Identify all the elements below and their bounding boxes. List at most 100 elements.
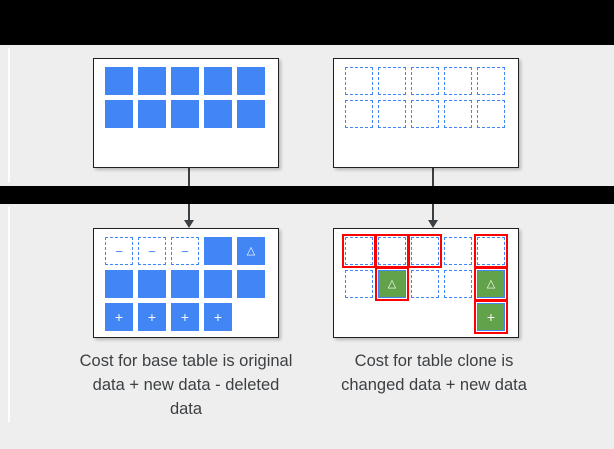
base-table-original-card — [93, 58, 279, 168]
table-cell — [105, 270, 133, 298]
table-cell-filled — [237, 67, 265, 95]
table-cell-filled: + — [171, 303, 199, 331]
table-cell-empty — [237, 303, 265, 331]
table-cell — [411, 270, 439, 298]
middle-black-strip — [0, 186, 614, 204]
table-cell — [444, 237, 472, 265]
table-cell — [477, 67, 505, 95]
table-cell — [411, 100, 439, 128]
table-cell — [378, 67, 406, 95]
table-cell — [237, 100, 265, 128]
table-cell — [345, 270, 373, 298]
table-cell-filled — [105, 270, 133, 298]
table-cell-highlighted — [408, 234, 442, 268]
table-cell — [411, 303, 439, 331]
table-cell — [378, 100, 406, 128]
table-cell-filled — [105, 100, 133, 128]
table-cell-row — [105, 270, 265, 298]
table-cell-row: + + + + — [105, 303, 265, 331]
table-cell — [237, 270, 265, 298]
table-cell: − — [105, 237, 133, 265]
minus-glyph-icon: − — [115, 243, 123, 259]
table-cell-empty — [444, 303, 472, 331]
table-cell-dashed — [378, 67, 406, 95]
table-cell — [204, 237, 232, 265]
table-cell-highlighted: + — [474, 300, 508, 334]
table-cell — [237, 67, 265, 95]
table-clone-original-grid — [345, 67, 505, 128]
table-cell: + — [138, 303, 166, 331]
table-cell: + — [204, 303, 232, 331]
table-cell — [477, 100, 505, 128]
table-cell-filled: + — [138, 303, 166, 331]
table-cell: + — [105, 303, 133, 331]
table-cell-dashed — [477, 100, 505, 128]
table-cell-filled: △ — [237, 237, 265, 265]
table-cell-dashed — [477, 237, 505, 265]
table-cell-empty — [411, 303, 439, 331]
table-cell-row: + — [345, 300, 508, 334]
delta-glyph-icon: △ — [246, 244, 256, 257]
base-table-modified-card: −−−△++++ — [93, 228, 279, 338]
table-cell — [204, 67, 232, 95]
minus-glyph-icon: − — [148, 243, 156, 259]
table-cell-dashed: − — [138, 237, 166, 265]
table-cell — [105, 100, 133, 128]
table-cell-empty — [345, 303, 373, 331]
table-cell-row — [105, 67, 265, 95]
table-cell — [105, 67, 133, 95]
arrow-head-icon-left — [184, 220, 194, 228]
table-cell-dashed — [411, 237, 439, 265]
table-cell-filled — [237, 100, 265, 128]
table-cell-filled — [204, 237, 232, 265]
table-cell-dashed — [444, 67, 472, 95]
table-cell-dashed: − — [105, 237, 133, 265]
table-cell-dashed — [345, 270, 373, 298]
table-cell-dashed — [411, 100, 439, 128]
table-cell-changed: △ — [378, 270, 406, 298]
plus-glyph-icon: + — [213, 309, 223, 325]
table-cell-filled: + — [105, 303, 133, 331]
caption-base-table: Cost for base table is original data + n… — [79, 352, 293, 418]
table-cell-filled — [138, 67, 166, 95]
base-table-modified-grid: −−−△++++ — [105, 237, 265, 331]
table-cell-filled — [171, 67, 199, 95]
table-cell — [138, 67, 166, 95]
table-cell-dashed — [378, 237, 406, 265]
plus-glyph-icon: + — [147, 309, 157, 325]
table-cell — [204, 100, 232, 128]
table-cell — [411, 67, 439, 95]
table-cell — [138, 100, 166, 128]
table-cell — [444, 67, 472, 95]
caption-table-clone: Cost for table clone is changed data + n… — [341, 352, 527, 394]
table-cell-filled — [138, 100, 166, 128]
table-cell-highlighted — [474, 234, 508, 268]
table-cell — [237, 303, 265, 331]
table-cell-empty — [378, 303, 406, 331]
table-cell-dashed — [477, 67, 505, 95]
table-cell-changed: △ — [477, 270, 505, 298]
delta-glyph-icon: △ — [387, 277, 397, 290]
table-cell-changed: + — [477, 303, 505, 331]
plus-glyph-icon: + — [180, 309, 190, 325]
table-cell — [444, 270, 472, 298]
table-cell — [171, 67, 199, 95]
arrow-head-icon-right — [428, 220, 438, 228]
table-cell-dashed — [411, 270, 439, 298]
left-guide-rule-bottom — [8, 207, 10, 422]
table-cell-row: △△ — [345, 267, 508, 301]
table-cell-highlighted — [375, 234, 409, 268]
table-cell: + — [171, 303, 199, 331]
table-cell — [171, 270, 199, 298]
table-cell — [444, 303, 472, 331]
table-cell — [138, 270, 166, 298]
table-cell-filled — [237, 270, 265, 298]
table-cell-row — [342, 234, 508, 268]
table-cell-dashed — [345, 100, 373, 128]
table-cell-highlighted — [342, 234, 376, 268]
delta-glyph-icon: △ — [486, 277, 496, 290]
table-cell-filled — [204, 100, 232, 128]
table-cell-dashed — [411, 67, 439, 95]
table-cell — [204, 270, 232, 298]
table-cell-dashed: − — [171, 237, 199, 265]
